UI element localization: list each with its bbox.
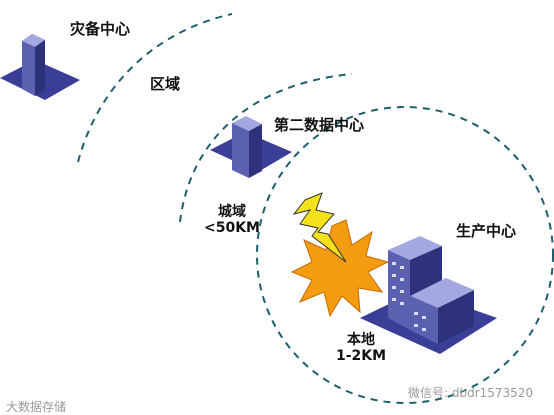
backup-center-server-icon — [0, 34, 80, 100]
metro-label: 城域 <50KM — [204, 204, 260, 236]
watermark-left: 大数据存储 — [6, 400, 67, 414]
backup-center-label: 灾备中心 — [70, 20, 131, 38]
metro-distance-text: <50KM — [204, 220, 260, 236]
explosion-icon — [290, 219, 390, 318]
second-center-server-icon — [210, 116, 292, 178]
local-distance-text: 1-2KM — [336, 348, 387, 364]
lightning-icon — [292, 192, 347, 263]
local-boundary-circle — [256, 106, 554, 404]
region-label: 区域 — [150, 75, 181, 93]
watermark-right: 微信号: dbdr1573520 — [408, 386, 534, 400]
metro-boundary-arc — [179, 73, 353, 223]
metro-label-text: 城域 — [218, 204, 246, 220]
region-boundary-arc — [77, 13, 233, 163]
production-center-building-icon — [360, 236, 497, 354]
production-center-label: 生产中心 — [456, 222, 517, 240]
local-label: 本地 1-2KM — [336, 332, 386, 364]
second-center-label: 第二数据中心 — [274, 116, 365, 134]
local-label-text: 本地 — [347, 332, 376, 348]
